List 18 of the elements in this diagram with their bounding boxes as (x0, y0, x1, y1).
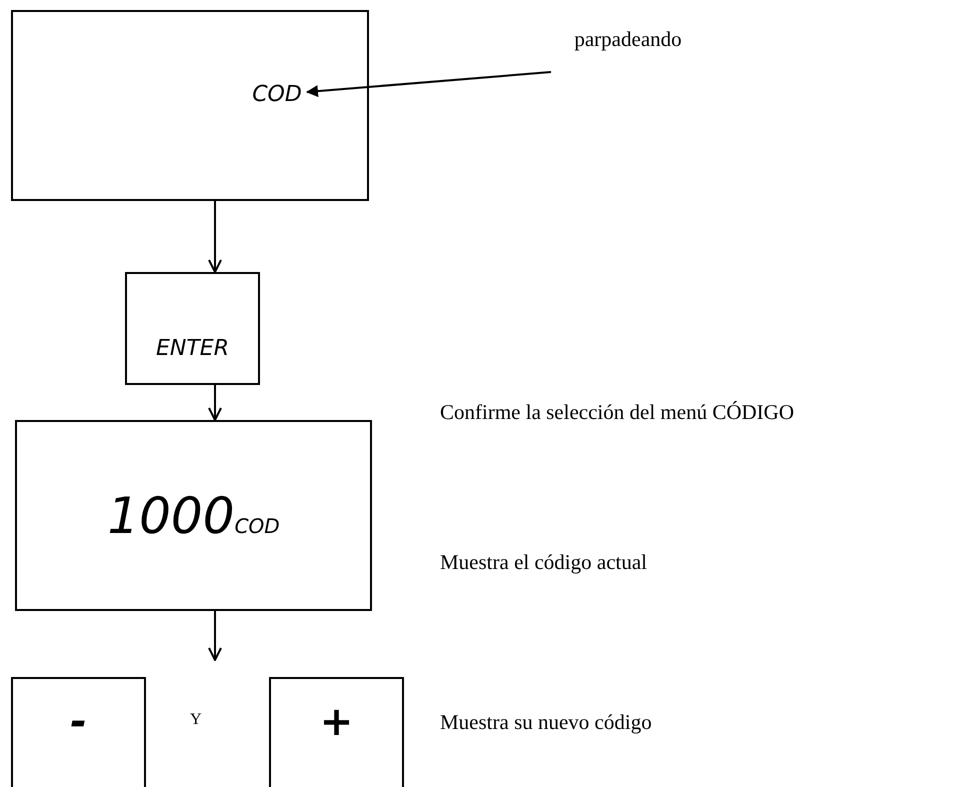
key-label: + (320, 699, 354, 745)
enter-key (125, 272, 260, 385)
key-button (269, 677, 404, 787)
step-description: Muestra su nuevo código (440, 710, 652, 735)
key-label: ENTER (156, 336, 229, 361)
key-button (11, 677, 146, 787)
arrow (208, 201, 222, 273)
display-reading: COD (249, 77, 305, 111)
step-description: Confirme la selección del menú CÓDIGO (440, 400, 794, 425)
key-label: - (70, 699, 87, 745)
conjunction-text: Y (190, 711, 202, 729)
display-screen (11, 10, 369, 201)
display-screen (15, 420, 372, 611)
arrow (208, 611, 222, 661)
callout-text: parpadeando (553, 24, 703, 54)
step-description: Muestra el código actual (440, 550, 648, 575)
arrow (208, 385, 222, 421)
leader-line (306, 71, 552, 98)
